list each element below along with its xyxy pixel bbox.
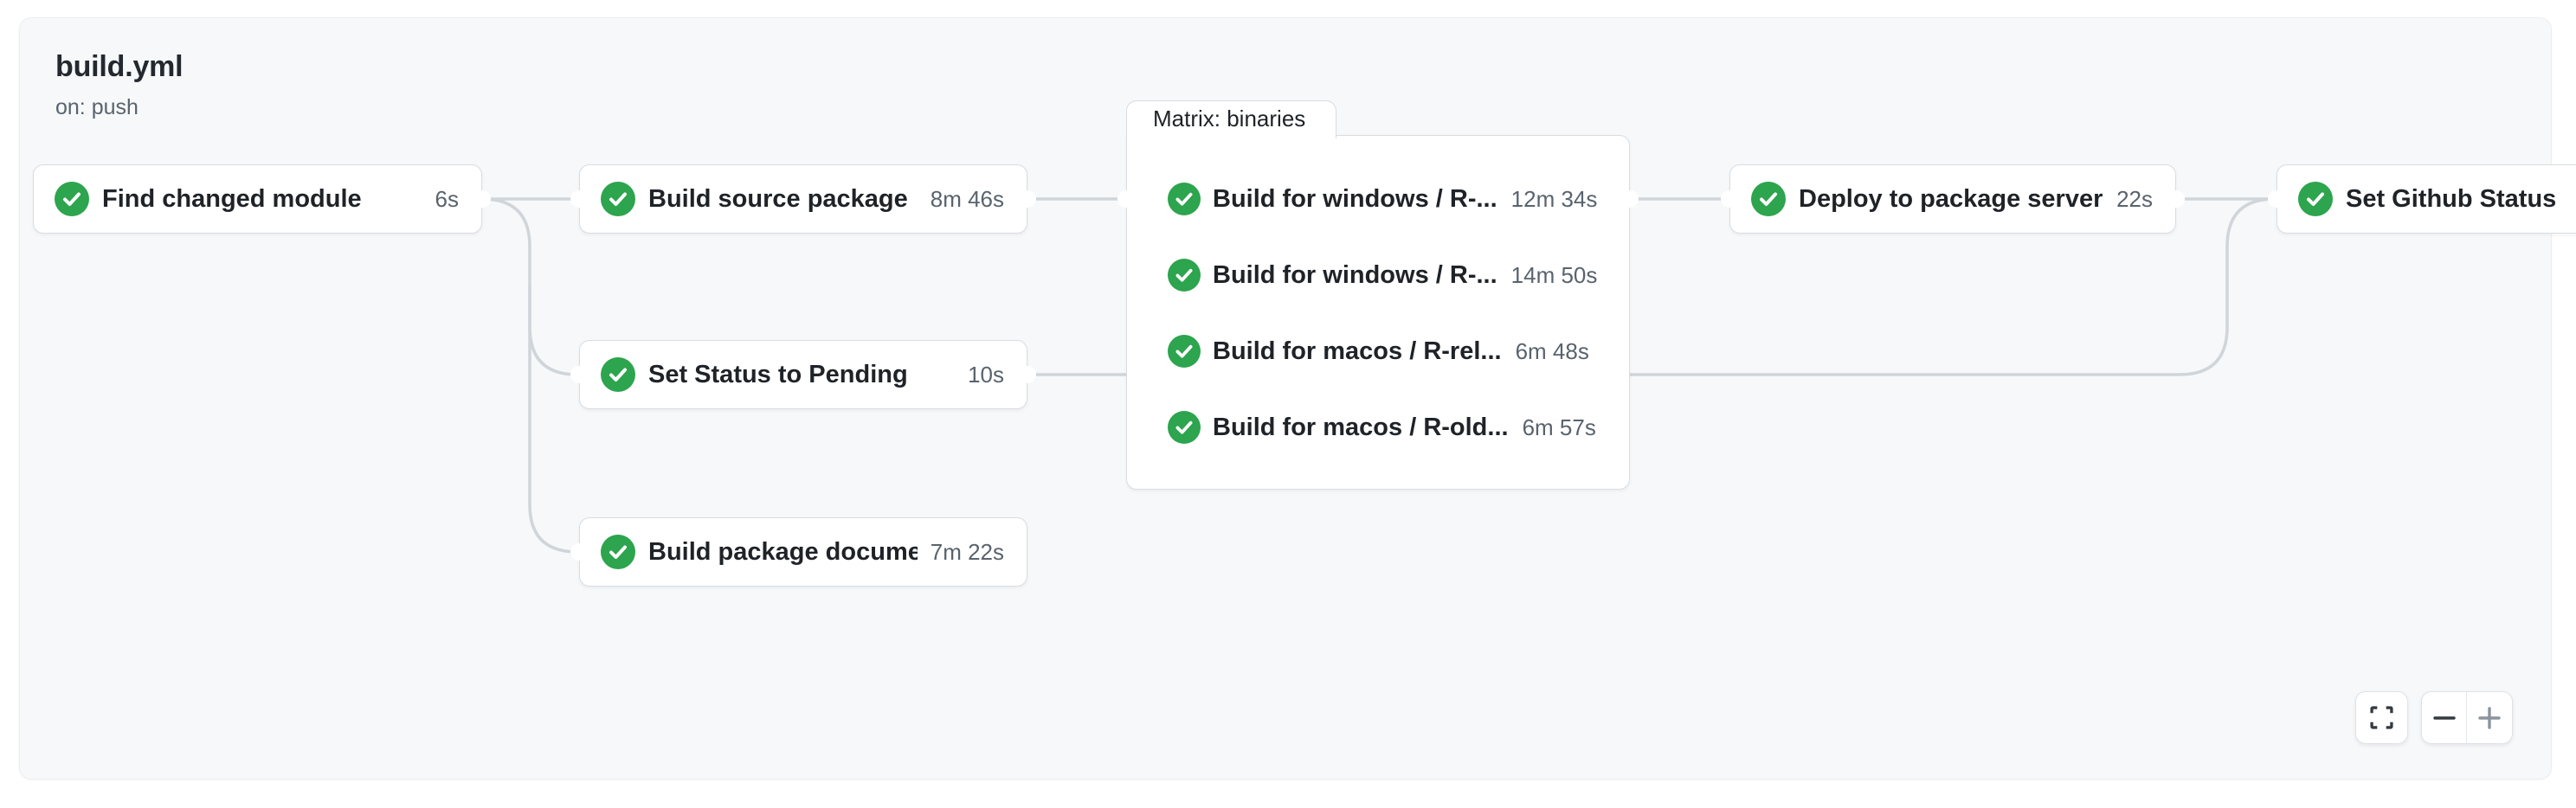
expand-icon: [2370, 706, 2393, 729]
success-check-icon: [601, 535, 635, 569]
job-label: Build source package: [648, 184, 908, 213]
success-check-icon: [2298, 182, 2333, 216]
fullscreen-button[interactable]: [2355, 691, 2408, 744]
job-node-set-github-status[interactable]: Set Github Status: [2277, 164, 2576, 234]
zoom-control: [2421, 691, 2513, 744]
connector-dot: [1019, 366, 1036, 383]
matrix-job-duration: 14m 50s: [1510, 261, 1598, 288]
job-duration: 6s: [435, 185, 459, 212]
zoom-in-button[interactable]: [2467, 692, 2512, 743]
matrix-group-box: [1126, 135, 1630, 490]
success-check-icon: [1168, 411, 1201, 444]
connector-dot: [1721, 190, 1738, 208]
matrix-job-duration: 6m 48s: [1515, 337, 1589, 364]
success-check-icon: [1168, 183, 1201, 215]
job-node-build-package-docs[interactable]: Build package docume... 7m 22s: [579, 517, 1027, 587]
job-duration: 22s: [2116, 185, 2153, 212]
job-label: Find changed module: [102, 184, 362, 213]
success-check-icon: [1168, 335, 1201, 368]
matrix-job-row[interactable]: Build for macos / R-old... 6m 57s: [1168, 411, 1596, 444]
matrix-job-duration: 12m 34s: [1510, 185, 1598, 212]
matrix-group-label: Matrix: binaries: [1153, 106, 1306, 131]
success-check-icon: [601, 182, 635, 216]
matrix-job-label: Build for macos / R-old...: [1213, 413, 1509, 441]
success-check-icon: [1168, 259, 1201, 292]
workflow-title: build.yml: [55, 50, 184, 83]
connector-dot: [570, 543, 588, 561]
matrix-job-duration: 6m 57s: [1522, 414, 1596, 440]
matrix-job-row[interactable]: Build for macos / R-rel... 6m 48s: [1168, 335, 1589, 368]
connector-dot: [1019, 190, 1036, 208]
success-check-icon: [601, 357, 635, 392]
matrix-group-tab: Matrix: binaries: [1126, 100, 1336, 138]
connector-dot: [1117, 190, 1135, 208]
job-node-build-source-package[interactable]: Build source package 8m 46s: [579, 164, 1027, 234]
connector-dot: [1621, 190, 1639, 208]
matrix-job-label: Build for macos / R-rel...: [1213, 337, 1502, 365]
connector-dot: [570, 190, 588, 208]
matrix-job-label: Build for windows / R-...: [1213, 184, 1497, 213]
connector-dot: [2268, 190, 2285, 208]
connector-dot: [2167, 190, 2185, 208]
job-label: Build package docume...: [648, 537, 918, 566]
workflow-trigger: on: push: [55, 95, 138, 119]
job-label: Deploy to package server: [1799, 184, 2103, 213]
job-node-find-changed-module[interactable]: Find changed module 6s: [33, 164, 482, 234]
connector-dot: [473, 190, 491, 208]
job-node-deploy-package-server[interactable]: Deploy to package server 22s: [1729, 164, 2176, 234]
edge-status-to-github: [1027, 197, 2277, 376]
matrix-job-label: Build for windows / R-...: [1213, 260, 1497, 289]
job-duration: 8m 46s: [930, 185, 1004, 212]
minus-icon: [2432, 715, 2456, 720]
zoom-out-button[interactable]: [2422, 692, 2467, 743]
job-duration: 7m 22s: [930, 538, 1004, 565]
edge-find-to-docs: [528, 285, 579, 554]
plus-icon: [2478, 706, 2501, 729]
matrix-job-row[interactable]: Build for windows / R-... 12m 34s: [1168, 183, 1597, 215]
connector-dot: [570, 366, 588, 383]
success-check-icon: [1751, 182, 1786, 216]
job-node-set-status-to-pending[interactable]: Set Status to Pending 10s: [579, 340, 1027, 409]
success-check-icon: [55, 182, 89, 216]
job-duration: 10s: [968, 361, 1004, 388]
job-label: Set Github Status: [2346, 184, 2557, 213]
matrix-job-row[interactable]: Build for windows / R-... 14m 50s: [1168, 259, 1597, 292]
job-label: Set Status to Pending: [648, 360, 908, 388]
